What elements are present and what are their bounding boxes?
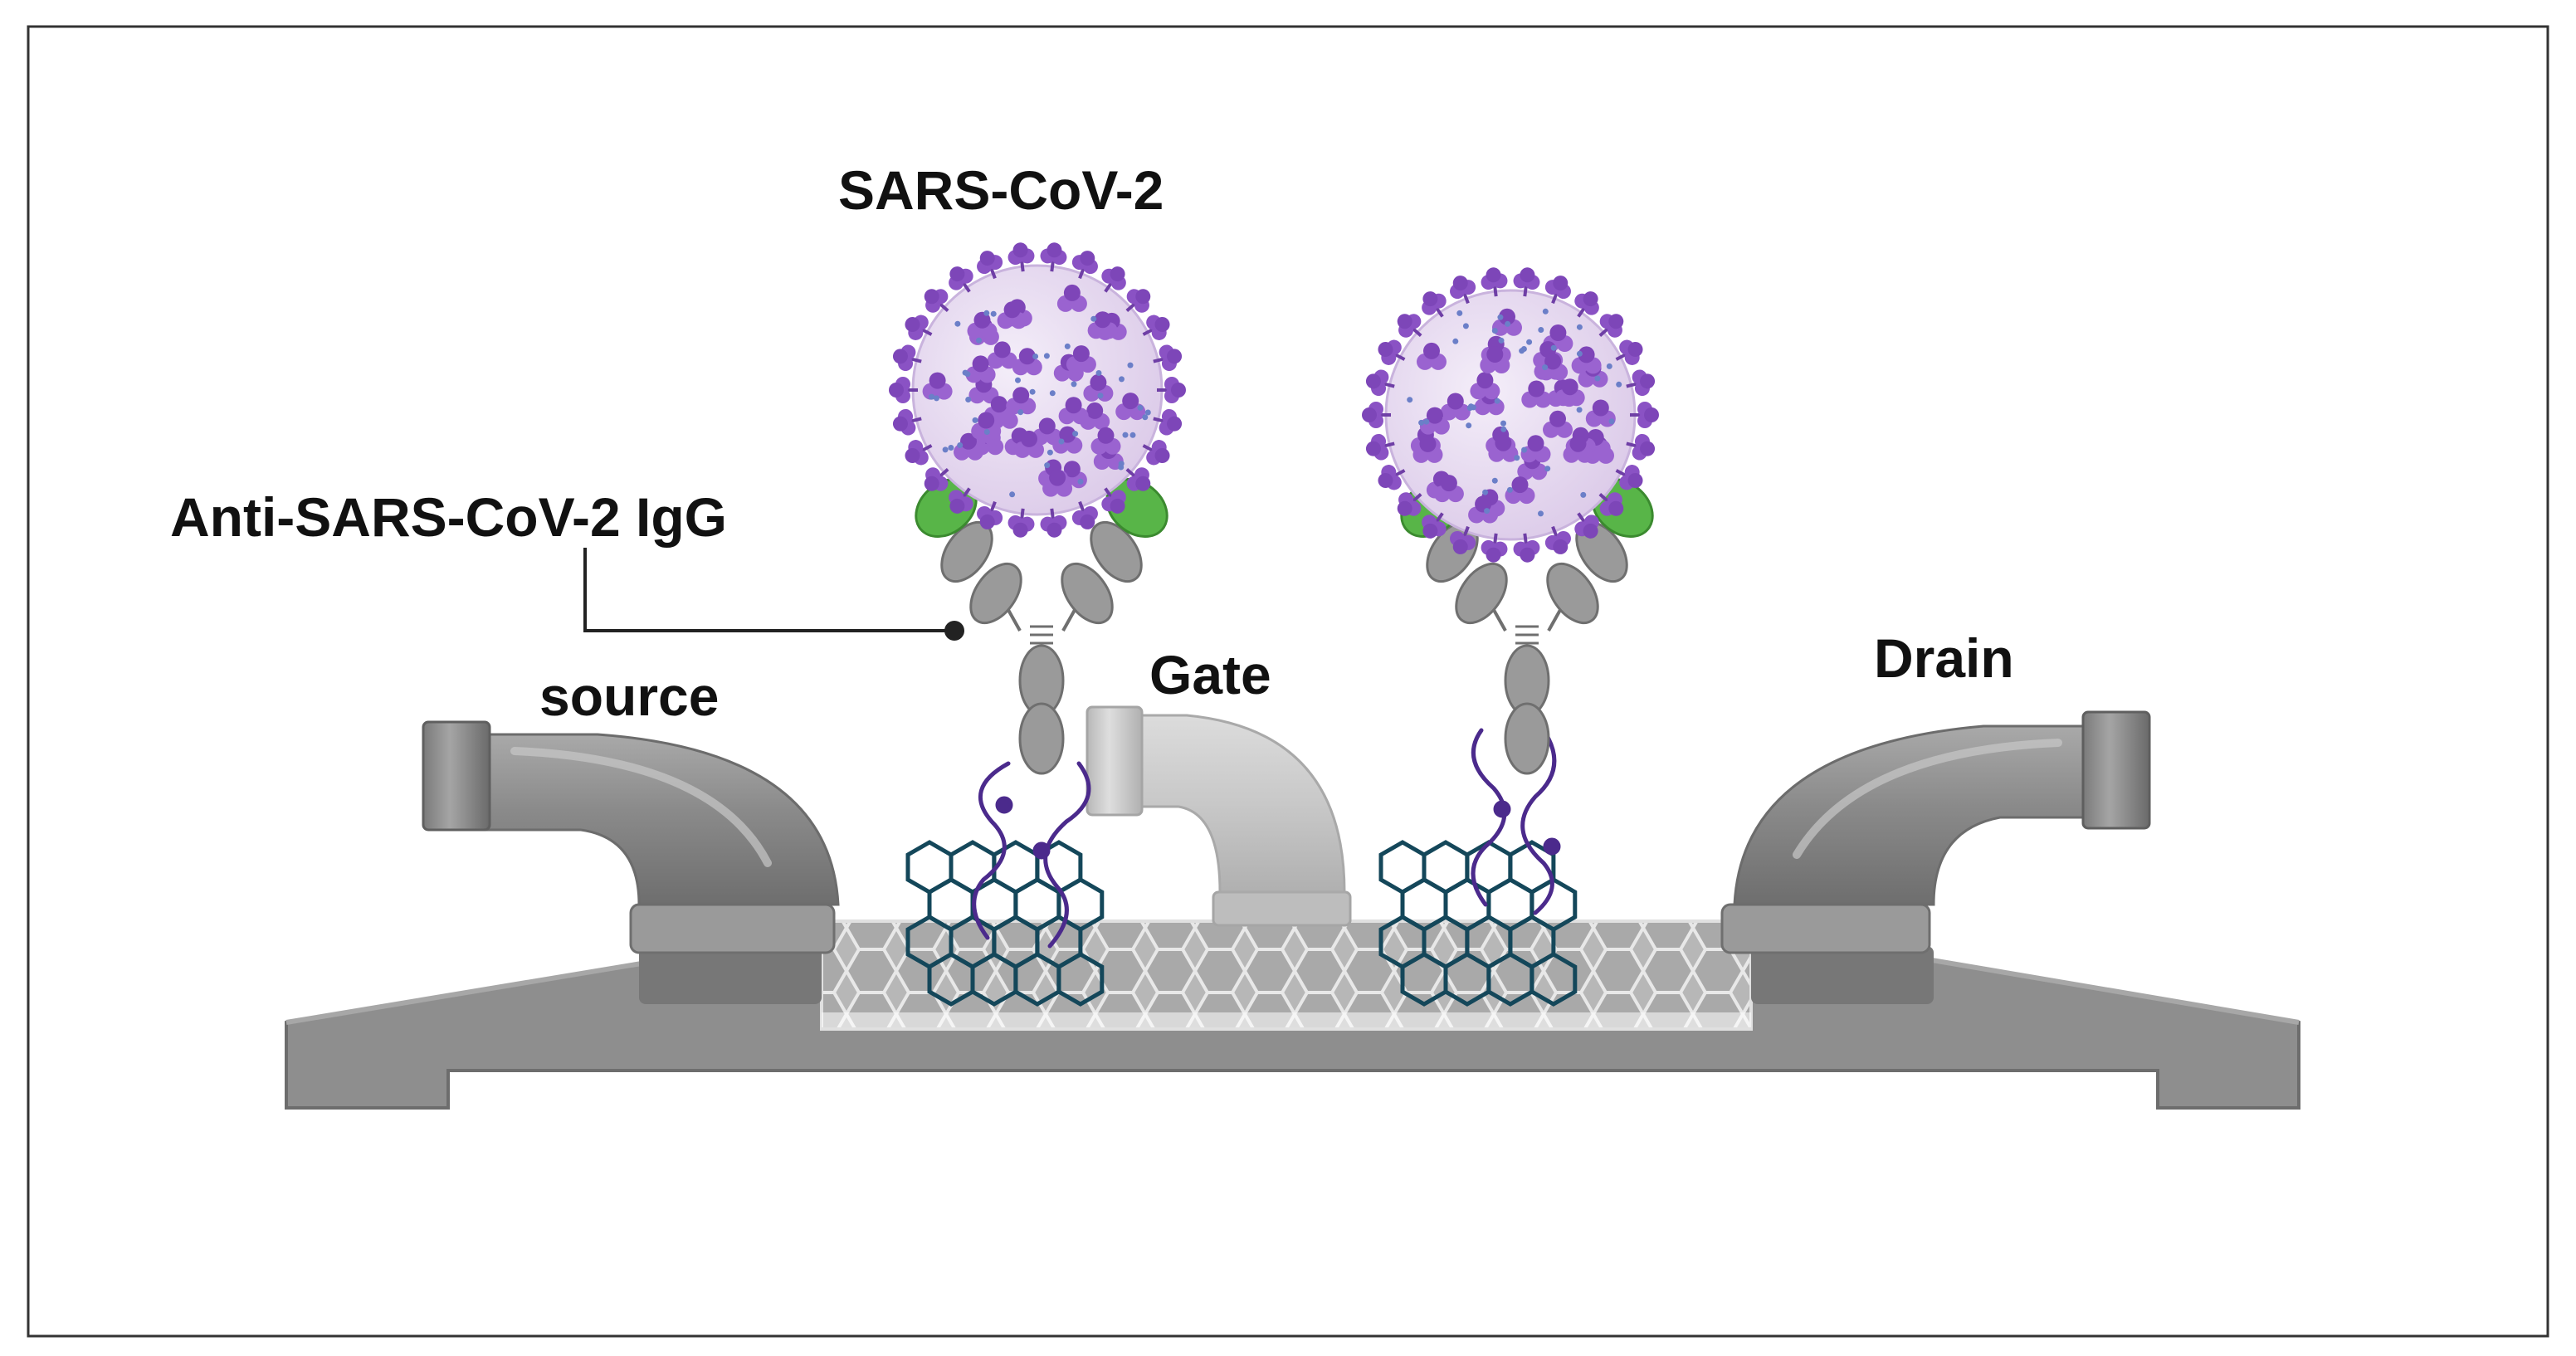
source-electrode-icon <box>422 720 840 1004</box>
source-label: source <box>539 666 720 727</box>
drain-electrode-icon <box>1720 710 2151 1004</box>
sars-cov-2-virus-left <box>889 242 1186 538</box>
linker-chains <box>972 728 1561 949</box>
gate-label: Gate <box>1149 644 1271 705</box>
sars-cov-2-virus-right <box>1362 267 1659 563</box>
drain-label: Drain <box>1874 627 2014 689</box>
graphene-channel <box>820 919 1753 1031</box>
gate-electrode-icon <box>1086 705 1352 927</box>
linker-lattice-right <box>1378 840 1578 1007</box>
figure-frame <box>27 25 2549 1338</box>
linker-lattice-left <box>905 840 1105 1007</box>
antibody-callout-line <box>583 548 964 641</box>
virus-label: SARS-CoV-2 <box>838 159 1164 221</box>
antibody-label: Anti-SARS-CoV-2 IgG <box>170 486 727 548</box>
